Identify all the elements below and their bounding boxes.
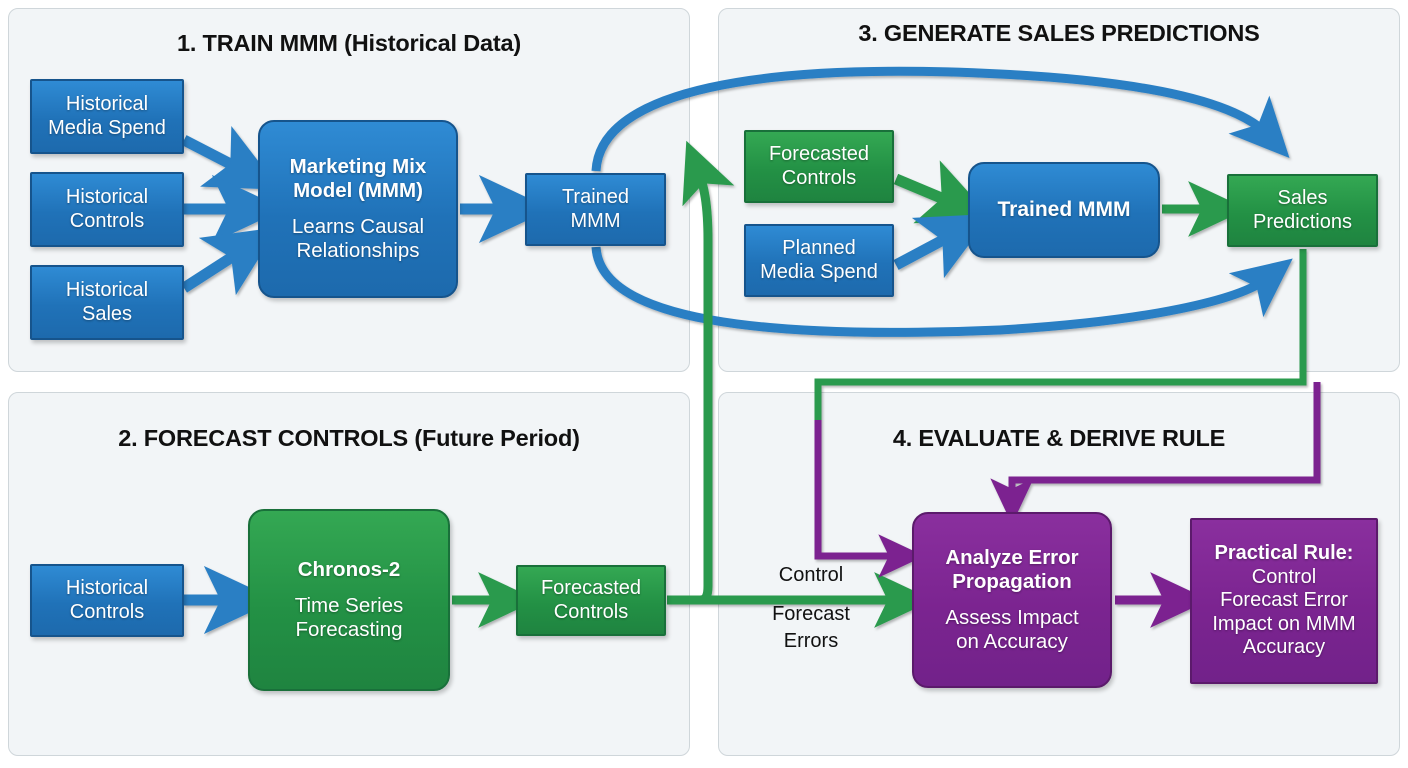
- node-marketing-mix-model[interactable]: Marketing Mix Model (MMM) Learns Causal …: [258, 120, 458, 298]
- node-label-line2: Controls: [553, 600, 629, 623]
- node-title-line2: Model (MMM): [293, 179, 423, 203]
- node-sub-line1: Assess Impact: [945, 605, 1079, 629]
- node-label-line1: Sales: [1277, 186, 1328, 209]
- node-sub-line3: Impact on MMM: [1212, 612, 1356, 635]
- node-sub-line2: Relationships: [296, 238, 420, 262]
- node-label-line1: Trained: [561, 185, 630, 208]
- node-sub-line2: on Accuracy: [956, 629, 1068, 653]
- node-title-line1: Analyze Error: [945, 545, 1079, 569]
- node-label-line2: Controls: [69, 600, 145, 623]
- node-sub-line1: Learns Causal: [291, 214, 425, 238]
- node-sub-line1: Time Series: [294, 593, 404, 617]
- node-label-line1: Trained MMM: [997, 197, 1131, 221]
- node-trained-mmm-panel1[interactable]: Trained MMM: [525, 173, 666, 246]
- node-title-line2: Propagation: [952, 570, 1072, 594]
- node-title-line1: Practical Rule:: [1214, 542, 1354, 565]
- node-label-line1: Forecasted: [540, 576, 642, 599]
- panel-1-title: 1. TRAIN MMM (Historical Data): [177, 30, 521, 56]
- node-analyze-error-propagation[interactable]: Analyze Error Propagation Assess Impact …: [912, 512, 1112, 688]
- node-historical-controls-train[interactable]: Historical Controls: [30, 172, 184, 247]
- node-chronos-2[interactable]: Chronos-2 Time Series Forecasting: [248, 509, 450, 691]
- node-historical-sales[interactable]: Historical Sales: [30, 265, 184, 340]
- node-sub-line2: Forecasting: [295, 617, 403, 641]
- node-trained-mmm-panel3[interactable]: Trained MMM: [968, 162, 1160, 258]
- node-planned-media-spend[interactable]: Planned Media Spend: [744, 224, 894, 297]
- node-sub-line2: Forecast Error: [1220, 589, 1348, 612]
- edge-label-line1: Control: [778, 564, 844, 586]
- panel-2-title: 2. FORECAST CONTROLS (Future Period): [118, 425, 580, 451]
- node-label-line2: MMM: [570, 209, 621, 232]
- node-label-line1: Historical: [65, 576, 149, 599]
- node-label-line2: Predictions: [1253, 210, 1352, 233]
- node-label-line2: Media Spend: [48, 116, 166, 139]
- node-label-line1: Planned: [782, 236, 856, 259]
- node-forecasted-controls-panel3[interactable]: Forecasted Controls: [744, 130, 894, 203]
- node-title-line1: Marketing Mix: [289, 154, 427, 178]
- node-historical-controls-forecast[interactable]: Historical Controls: [30, 564, 184, 637]
- edge-label-control-forecast-errors: Control Forecast Errors: [716, 562, 906, 655]
- node-sub-line4: Accuracy: [1242, 636, 1326, 659]
- node-forecasted-controls-panel2[interactable]: Forecasted Controls: [516, 565, 666, 636]
- panel-4-title: 4. EVALUATE & DERIVE RULE: [892, 425, 1226, 451]
- node-label-line2: Controls: [781, 166, 857, 189]
- node-practical-rule[interactable]: Practical Rule: Control Forecast Error I…: [1190, 518, 1378, 684]
- node-sub-line1: Control: [1251, 565, 1317, 588]
- node-title-line1: Chronos-2: [297, 558, 401, 582]
- node-label-line2: Media Spend: [760, 260, 878, 283]
- edge-label-spacer: [716, 589, 906, 601]
- node-label-line2: Controls: [69, 209, 145, 232]
- node-label-line1: Historical: [65, 278, 149, 301]
- panel-3-title: 3. GENERATE SALES PREDICTIONS: [858, 20, 1260, 46]
- node-label-line2: Sales: [81, 302, 133, 325]
- node-label-line1: Forecasted: [768, 142, 870, 165]
- edge-label-line3: Errors: [783, 630, 839, 652]
- node-label-line1: Historical: [65, 92, 149, 115]
- node-historical-media-spend[interactable]: Historical Media Spend: [30, 79, 184, 154]
- edge-label-line2: Forecast: [772, 603, 850, 625]
- node-sales-predictions[interactable]: Sales Predictions: [1227, 174, 1378, 247]
- node-label-line1: Historical: [65, 185, 149, 208]
